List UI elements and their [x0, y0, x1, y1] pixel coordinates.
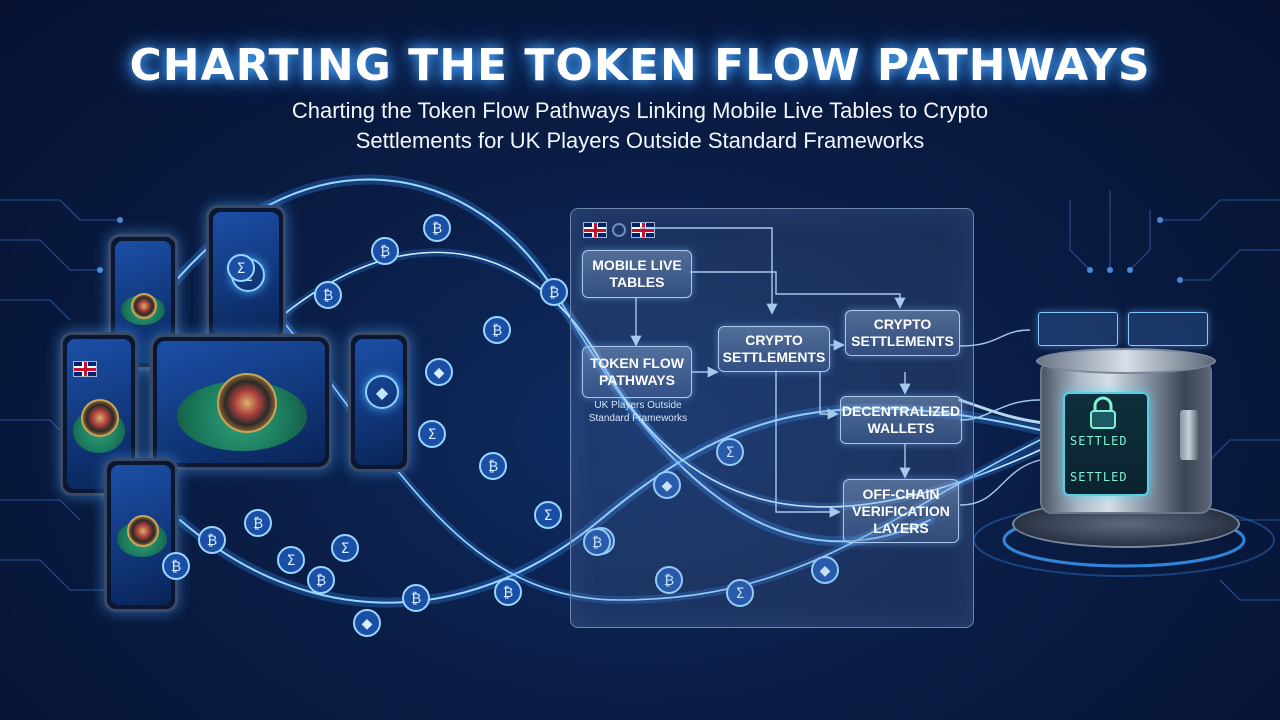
- node-decentralized-wallets: DECENTRALIZED WALLETS: [840, 396, 962, 444]
- node-mobile-live-tables: MOBILE LIVE TABLES: [582, 250, 692, 298]
- bitcoin-coin-glyph: ₿: [171, 559, 181, 575]
- status-card-left: [1038, 312, 1118, 346]
- sigma-coin-glyph: Σ: [544, 508, 553, 524]
- bitcoin-coin-glyph: ₿: [207, 533, 217, 549]
- bitcoin-coin-icon: [307, 566, 335, 594]
- node-off-chain-verification: OFF-CHAIN VERIFICATION LAYERS: [843, 479, 959, 543]
- flow-diagram-panel: [570, 208, 974, 628]
- vault-lid: [1036, 348, 1216, 374]
- bitcoin-coin-glyph: ₿: [432, 221, 442, 237]
- sigma-coin-glyph: Σ: [736, 586, 745, 602]
- bitcoin-coin-glyph: ₿: [592, 535, 602, 551]
- bitcoin-coin-icon: [162, 552, 190, 580]
- bitcoin-coin-glyph: ₿: [664, 573, 674, 589]
- ethereum-coin-icon: [353, 609, 381, 637]
- phone-screen: ◆: [355, 339, 403, 465]
- sigma-coin-glyph: Σ: [237, 261, 246, 277]
- phone-screen: [111, 465, 171, 605]
- bitcoin-coin-glyph: ₿: [411, 591, 421, 607]
- tablet-screen: [157, 341, 325, 463]
- node-crypto-settlements-a: CRYPTO SETTLEMENTS: [718, 326, 830, 372]
- bitcoin-coin-icon: [244, 509, 272, 537]
- phone-device-4: ◆: [348, 332, 410, 472]
- bitcoin-coin-glyph: ₿: [549, 285, 559, 301]
- ethereum-coin-glyph: ◆: [434, 365, 445, 381]
- bitcoin-coin-glyph: ₿: [253, 516, 263, 532]
- page-title: CHARTING THE TOKEN FLOW PATHWAYS: [129, 40, 1151, 91]
- subtitle-line-1: Charting the Token Flow Pathways Linking…: [291, 98, 989, 123]
- roulette-wheel: [217, 373, 277, 433]
- page-subtitle: Charting the Token Flow Pathways Linking…: [190, 96, 1090, 156]
- roulette-wheel: [127, 515, 159, 547]
- sigma-coin-glyph: Σ: [341, 541, 350, 557]
- node-crypto-settlements-b: CRYPTO SETTLEMENTS: [845, 310, 960, 356]
- bitcoin-coin-glyph: ₿: [323, 288, 333, 304]
- bitcoin-coin-icon: [483, 316, 511, 344]
- ethereum-coin-glyph: ◆: [820, 563, 831, 579]
- sigma-coin-icon: [716, 438, 744, 466]
- note-uk-players: UK Players Outside Standard Frameworks: [588, 400, 688, 424]
- connector-dot-icon: [612, 223, 626, 237]
- sigma-coin-icon: [534, 501, 562, 529]
- ethereum-coin-glyph: ◆: [662, 478, 673, 494]
- bitcoin-coin-glyph: ₿: [492, 323, 502, 339]
- sigma-coin-glyph: Σ: [287, 553, 296, 569]
- ethereum-coin-icon: [811, 556, 839, 584]
- node-token-flow-pathways: TOKEN FLOW PATHWAYS: [582, 346, 692, 398]
- sigma-coin-icon: [227, 254, 255, 282]
- bitcoin-coin-glyph: ₿: [503, 585, 513, 601]
- sigma-coin-icon: [277, 546, 305, 574]
- bitcoin-coin-glyph: ₿: [488, 459, 498, 475]
- sigma-coin-icon: [726, 579, 754, 607]
- bitcoin-coin-icon: [371, 237, 399, 265]
- ethereum-coin-glyph: ◆: [362, 616, 373, 632]
- ethereum-icon: ◆: [365, 375, 399, 409]
- bitcoin-coin-icon: [423, 214, 451, 242]
- uk-flag-icon: [583, 222, 607, 238]
- uk-flag-icon: [73, 361, 97, 377]
- vault-label-bottom: SETTLED: [1070, 470, 1128, 484]
- bitcoin-coin-icon: [479, 452, 507, 480]
- sigma-coin-icon: [331, 534, 359, 562]
- vault-screen: [1063, 392, 1149, 496]
- roulette-wheel: [81, 399, 119, 437]
- status-card-right: [1128, 312, 1208, 346]
- roulette-wheel: [131, 293, 157, 319]
- sigma-coin-glyph: Σ: [726, 445, 735, 461]
- bitcoin-coin-icon: [540, 278, 568, 306]
- vault-handle: [1180, 410, 1198, 460]
- ethereum-coin-icon: [653, 471, 681, 499]
- tablet-device: [150, 334, 332, 470]
- bitcoin-coin-icon: [314, 281, 342, 309]
- padlock-icon: [1090, 396, 1116, 429]
- sigma-coin-glyph: Σ: [428, 427, 437, 443]
- bitcoin-coin-icon: [494, 578, 522, 606]
- uk-flag-icon: [631, 222, 655, 238]
- phone-device-5: [104, 458, 178, 612]
- subtitle-line-2: Settlements for UK Players Outside Stand…: [355, 128, 925, 153]
- ethereum-coin-icon: [425, 358, 453, 386]
- bitcoin-coin-icon: [198, 526, 226, 554]
- bitcoin-coin-icon: [402, 584, 430, 612]
- bitcoin-coin-icon: [583, 528, 611, 556]
- bitcoin-coin-glyph: ₿: [316, 573, 326, 589]
- bitcoin-coin-icon: [655, 566, 683, 594]
- vault-label-top: SETTLED: [1070, 434, 1128, 448]
- bitcoin-coin-glyph: ₿: [380, 244, 390, 260]
- sigma-coin-icon: [418, 420, 446, 448]
